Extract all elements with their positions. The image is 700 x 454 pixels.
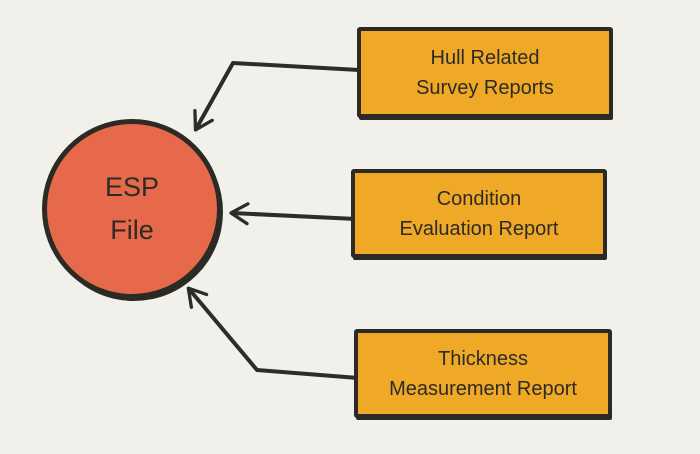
node-esp-file: ESP File	[42, 119, 222, 299]
thickness-measure-label-line1: Thickness	[437, 347, 529, 370]
node-thickness-measurement-report: Thickness Measurement Report	[354, 329, 612, 418]
hull-survey-label-line2: Survey Reports	[416, 76, 554, 99]
arrow-hull-survey-to-esp	[193, 61, 361, 132]
arrow-condition-eval-to-esp	[229, 202, 358, 226]
condition-eval-label-line2: Evaluation Report	[399, 217, 559, 240]
hull-survey-label-line1: Hull Related	[430, 46, 540, 69]
thickness-measure-label-line2: Measurement Report	[389, 377, 577, 400]
esp-file-label-line2: File	[110, 215, 154, 245]
arrow-thickness-measure-to-esp	[186, 286, 360, 380]
condition-eval-label-line1: Condition	[436, 187, 522, 210]
esp-file-label-line1: ESP	[104, 172, 160, 202]
node-hull-related-survey-reports: Hull Related Survey Reports	[357, 27, 613, 118]
node-condition-evaluation-report: Condition Evaluation Report	[351, 169, 607, 258]
